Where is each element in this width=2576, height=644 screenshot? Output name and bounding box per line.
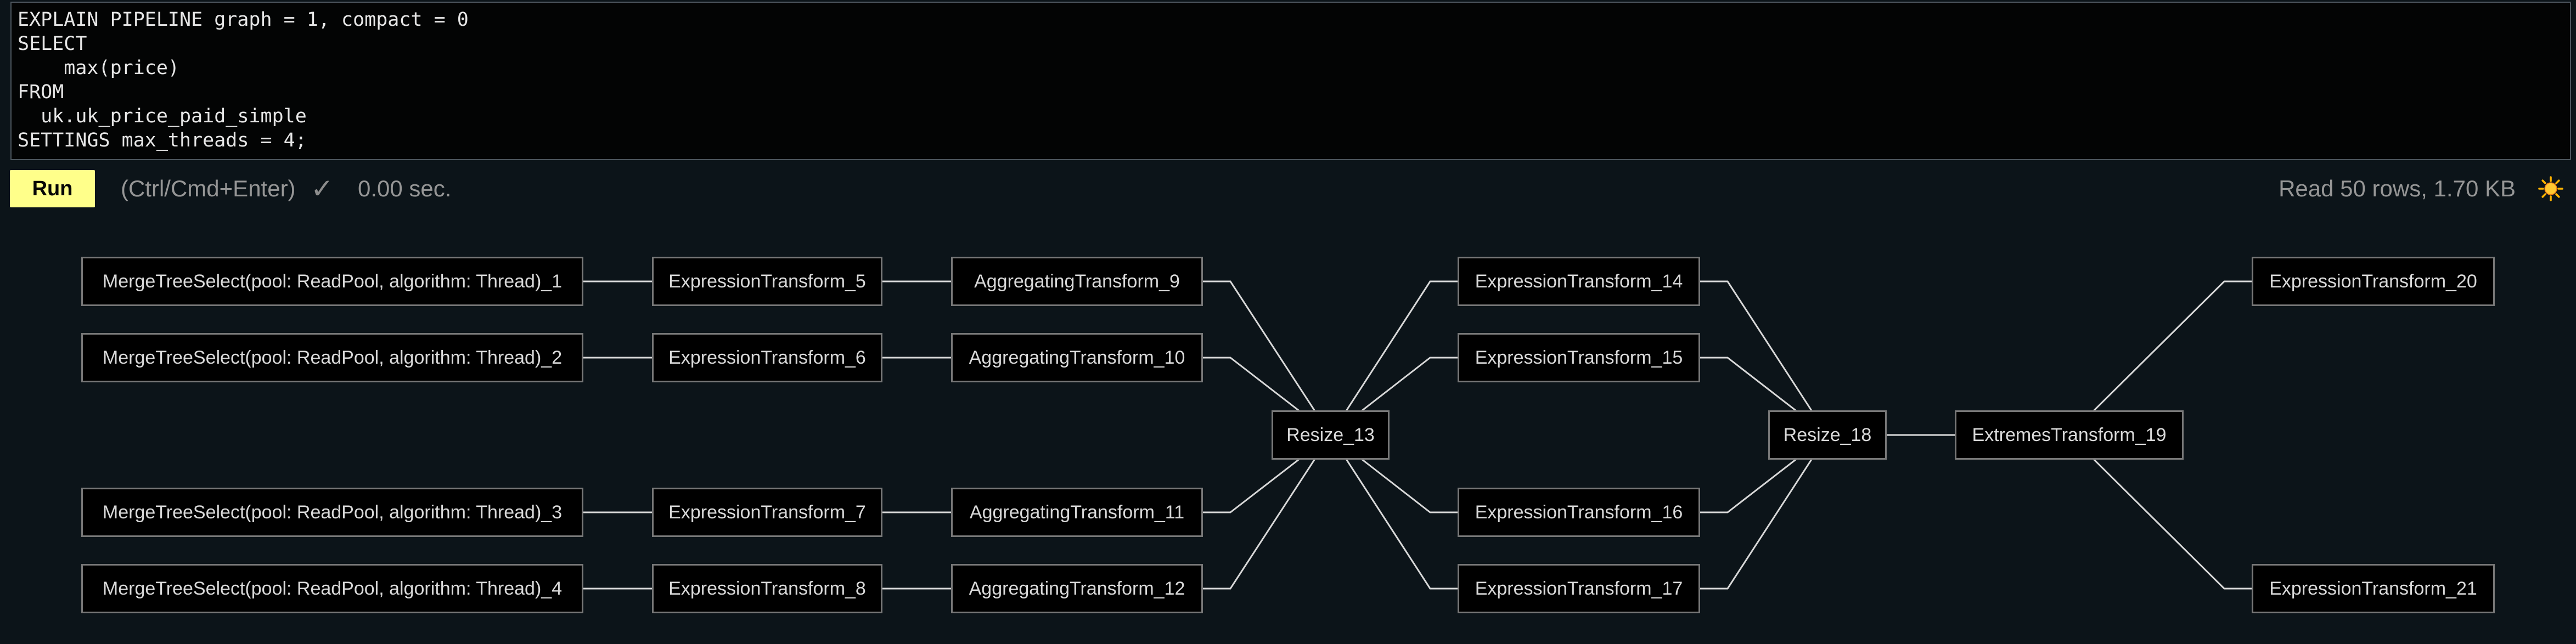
pipeline-edge-et14-r18	[1700, 280, 1829, 436]
pipeline-edge-et15-r18	[1700, 357, 1828, 436]
graph-node-et20: ExpressionTransform_20	[2252, 257, 2495, 306]
sun-icon[interactable]	[2538, 176, 2564, 202]
pipeline-edge-r13-et14	[1330, 280, 1458, 436]
pipeline-edge-r13-et15	[1330, 357, 1458, 436]
graph-node-et14: ExpressionTransform_14	[1458, 257, 1700, 306]
toolbar: Run (Ctrl/Cmd+Enter) ✓ 0.00 sec. Read 50…	[0, 160, 2576, 231]
graph-node-et17: ExpressionTransform_17	[1458, 564, 1700, 613]
sql-editor[interactable]: EXPLAIN PIPELINE graph = 1, compact = 0 …	[10, 2, 2571, 160]
sql-query-text[interactable]: EXPLAIN PIPELINE graph = 1, compact = 0 …	[18, 9, 469, 151]
elapsed-time: 0.00 sec.	[358, 176, 452, 201]
query-stats: Read 50 rows, 1.70 KB	[2279, 176, 2516, 201]
graph-node-et15: ExpressionTransform_15	[1458, 333, 1700, 382]
graph-node-r13: Resize_13	[1272, 410, 1390, 460]
graph-node-at9: AggregatingTransform_9	[951, 257, 1203, 306]
pipeline-edge-r13-et16	[1330, 434, 1458, 513]
shortcut-hint: (Ctrl/Cmd+Enter)	[121, 176, 296, 201]
graph-node-et5: ExpressionTransform_5	[652, 257, 882, 306]
graph-node-et21: ExpressionTransform_21	[2252, 564, 2495, 613]
pipeline-edge-et16-r18	[1700, 434, 1828, 513]
pipeline-edge-ext19-et20	[2068, 280, 2252, 436]
run-button[interactable]: Run	[10, 170, 95, 207]
graph-node-et8: ExpressionTransform_8	[652, 564, 882, 613]
graph-node-et6: ExpressionTransform_6	[652, 333, 882, 382]
graph-node-mt4: MergeTreeSelect(pool: ReadPool, algorith…	[81, 564, 583, 613]
graph-node-at10: AggregatingTransform_10	[951, 333, 1203, 382]
pipeline-edge-at9-r13	[1203, 280, 1331, 436]
pipeline-edge-r13-et17	[1330, 434, 1458, 590]
pipeline-edge-et17-r18	[1700, 434, 1829, 590]
graph-node-ext19: ExtremesTransform_19	[1955, 410, 2184, 460]
graph-node-et16: ExpressionTransform_16	[1458, 488, 1700, 537]
graph-node-mt1: MergeTreeSelect(pool: ReadPool, algorith…	[81, 257, 583, 306]
pipeline-edge-at12-r13	[1203, 434, 1331, 590]
graph-node-at12: AggregatingTransform_12	[951, 564, 1203, 613]
graph-node-at11: AggregatingTransform_11	[951, 488, 1203, 537]
graph-node-mt2: MergeTreeSelect(pool: ReadPool, algorith…	[81, 333, 583, 382]
graph-node-mt3: MergeTreeSelect(pool: ReadPool, algorith…	[81, 488, 583, 537]
success-check-icon: ✓	[311, 173, 334, 204]
graph-node-r18: Resize_18	[1768, 410, 1887, 460]
graph-node-et7: ExpressionTransform_7	[652, 488, 882, 537]
pipeline-edge-at11-r13	[1203, 434, 1331, 513]
pipeline-edge-at10-r13	[1203, 357, 1331, 436]
pipeline-edge-ext19-et21	[2068, 434, 2252, 590]
